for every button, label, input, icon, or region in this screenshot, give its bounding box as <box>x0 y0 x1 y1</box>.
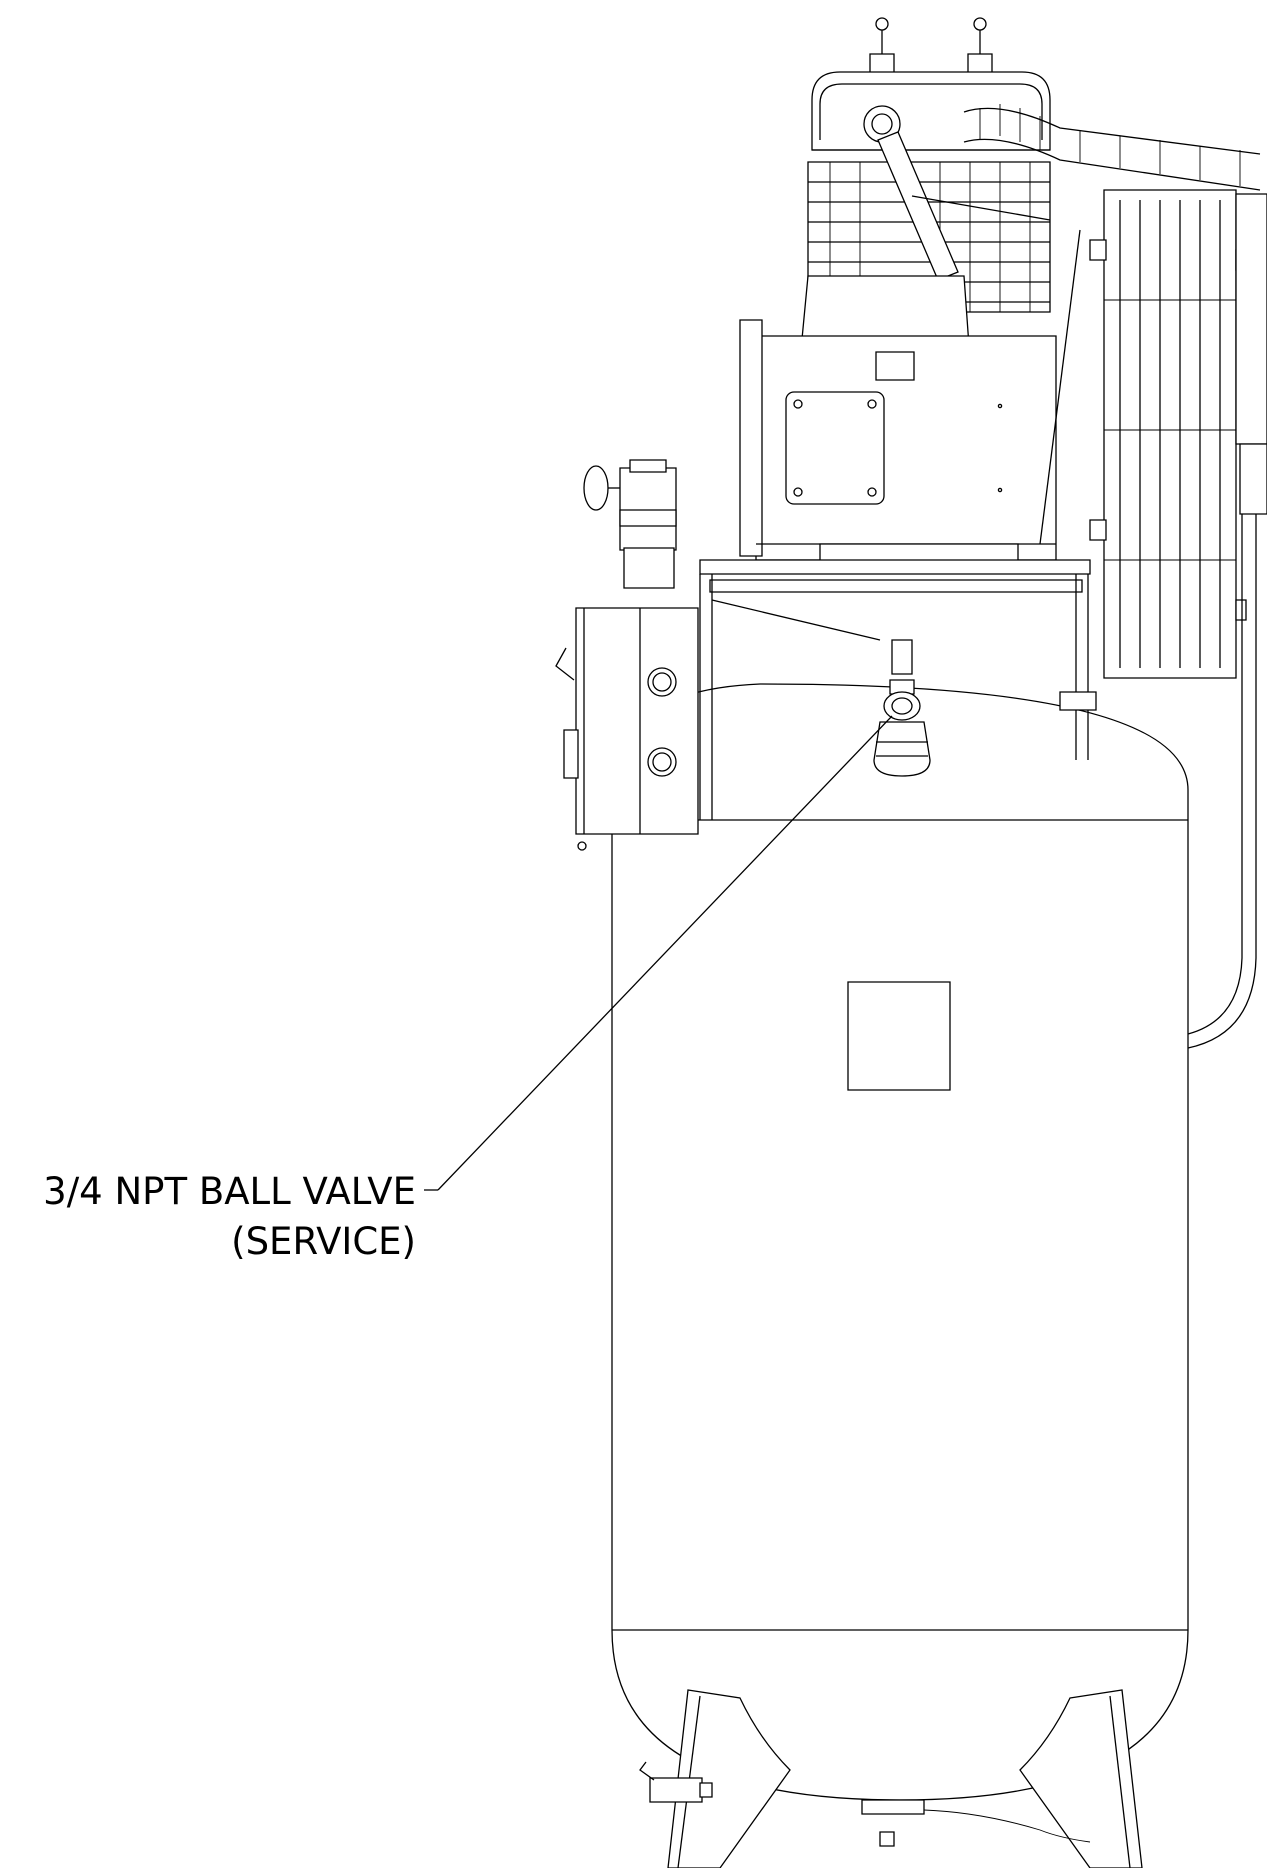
pump-head <box>740 18 1056 562</box>
callout-label-line2: (SERVICE) <box>231 1220 416 1263</box>
callout-label-line1: 3/4 NPT BALL VALVE <box>43 1170 416 1213</box>
discharge-hose <box>964 104 1260 190</box>
nameplate <box>848 982 950 1090</box>
drain-valves <box>640 1762 1090 1846</box>
leader-line <box>438 716 892 1190</box>
callout-ball-valve: 3/4 NPT BALL VALVE (SERVICE) <box>43 716 892 1263</box>
pressure-switch-box <box>556 608 698 850</box>
service-ball-valve <box>712 600 930 776</box>
receiver-tank <box>612 684 1188 1800</box>
mounting-bracket <box>700 196 1096 820</box>
tank-legs <box>668 1690 1142 1868</box>
belt-guard <box>1090 190 1267 1048</box>
pressure-regulator <box>584 460 676 588</box>
